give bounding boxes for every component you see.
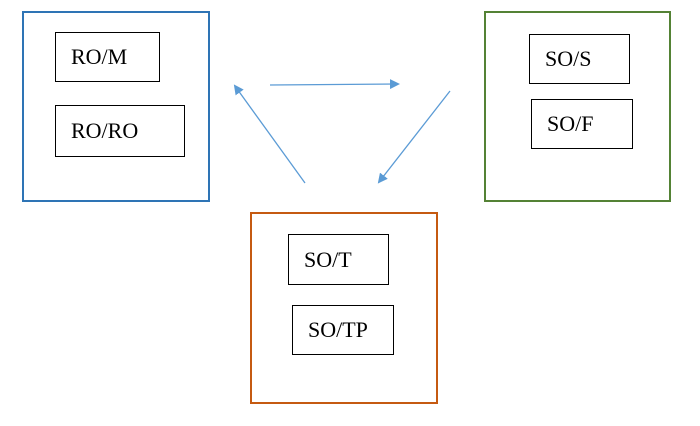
arrow-right-to-bottom [377,90,451,184]
label-box-rom: RO/M [55,32,160,82]
label-box-sot: SO/T [288,234,389,285]
label-box-sos: SO/S [529,34,630,84]
arrow-bottom-to-left [233,84,306,184]
label-roro-text: RO/RO [71,118,139,143]
label-rom-text: RO/M [71,44,128,69]
label-box-sotp: SO/TP [292,305,394,355]
arrow-left-to-right [269,79,400,90]
label-sof-text: SO/F [547,111,594,136]
label-box-sof: SO/F [531,99,633,149]
label-sotp-text: SO/TP [308,317,368,342]
label-sos-text: SO/S [545,46,592,71]
label-box-roro: RO/RO [55,105,185,157]
label-sot-text: SO/T [304,246,352,272]
